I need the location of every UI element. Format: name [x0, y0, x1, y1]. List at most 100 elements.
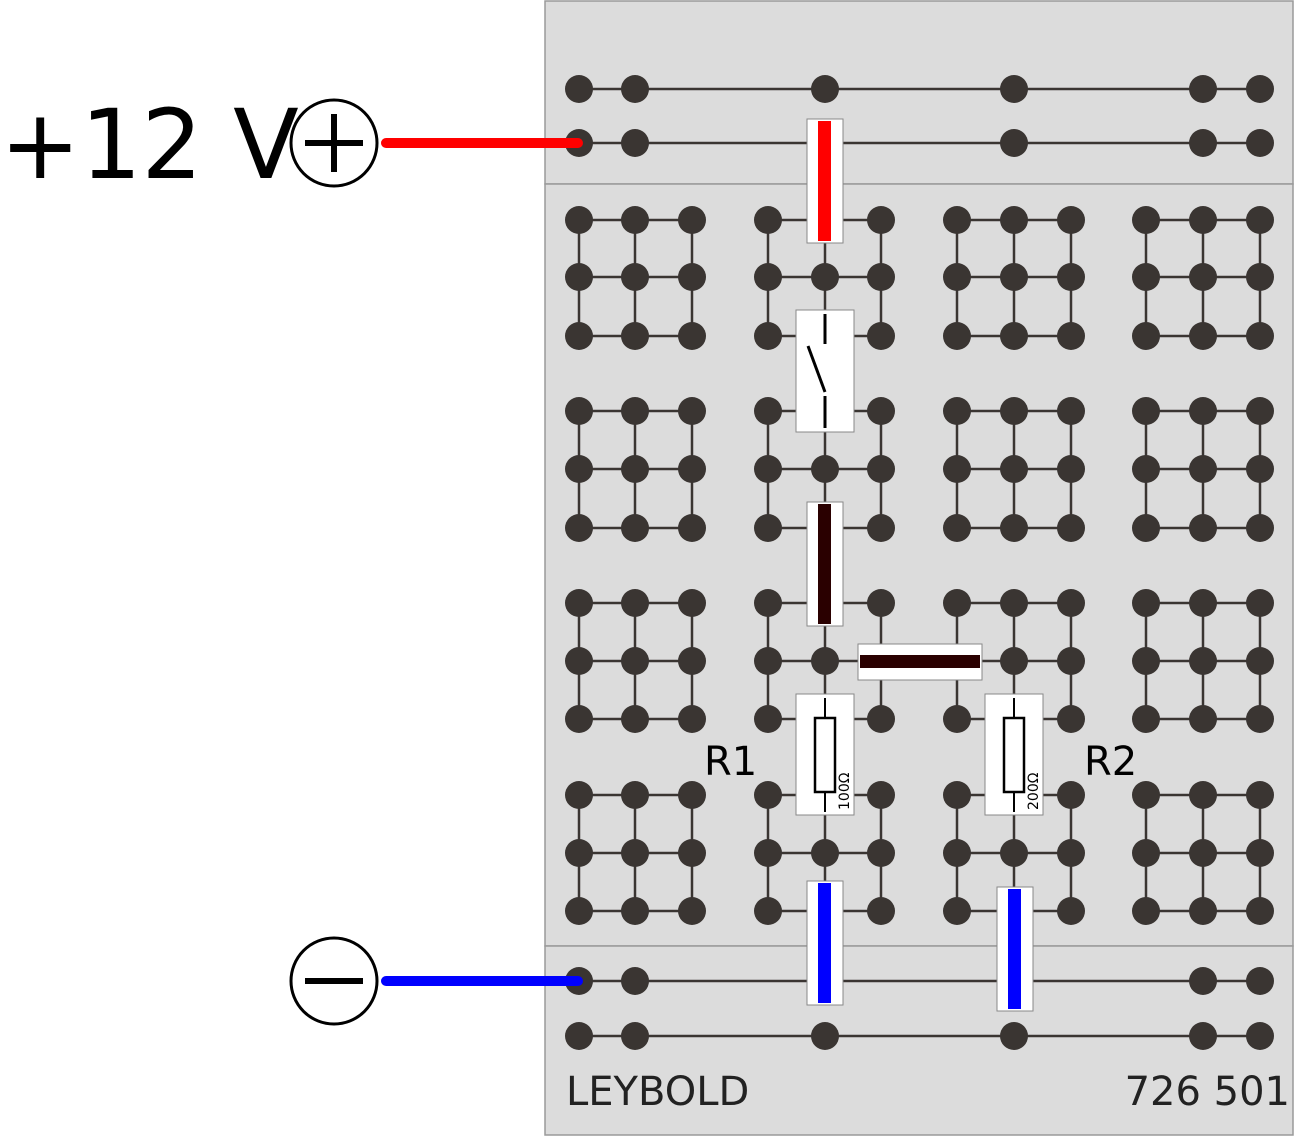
socket[interactable] — [1246, 263, 1274, 291]
socket[interactable] — [621, 589, 649, 617]
socket[interactable] — [678, 839, 706, 867]
socket[interactable] — [678, 647, 706, 675]
socket[interactable] — [1189, 647, 1217, 675]
socket[interactable] — [1057, 897, 1085, 925]
socket[interactable] — [1132, 781, 1160, 809]
socket[interactable] — [943, 781, 971, 809]
socket[interactable] — [754, 514, 782, 542]
socket[interactable] — [1057, 514, 1085, 542]
socket[interactable] — [565, 397, 593, 425]
socket[interactable] — [1189, 455, 1217, 483]
socket[interactable] — [943, 514, 971, 542]
socket[interactable] — [1057, 647, 1085, 675]
socket[interactable] — [811, 263, 839, 291]
socket[interactable] — [1000, 206, 1028, 234]
socket[interactable] — [1189, 1022, 1217, 1050]
socket[interactable] — [1000, 75, 1028, 103]
socket[interactable] — [811, 647, 839, 675]
socket[interactable] — [1189, 897, 1217, 925]
socket[interactable] — [1132, 322, 1160, 350]
socket[interactable] — [754, 839, 782, 867]
socket[interactable] — [1246, 705, 1274, 733]
socket[interactable] — [1189, 129, 1217, 157]
socket[interactable] — [1189, 839, 1217, 867]
socket[interactable] — [1057, 322, 1085, 350]
socket[interactable] — [1000, 839, 1028, 867]
socket[interactable] — [1132, 647, 1160, 675]
socket[interactable] — [1000, 397, 1028, 425]
socket[interactable] — [867, 705, 895, 733]
socket[interactable] — [1246, 897, 1274, 925]
socket[interactable] — [867, 589, 895, 617]
socket[interactable] — [1246, 322, 1274, 350]
socket[interactable] — [943, 322, 971, 350]
socket[interactable] — [811, 75, 839, 103]
socket[interactable] — [811, 839, 839, 867]
socket[interactable] — [621, 263, 649, 291]
socket[interactable] — [943, 397, 971, 425]
socket[interactable] — [754, 206, 782, 234]
socket[interactable] — [1246, 129, 1274, 157]
socket[interactable] — [754, 397, 782, 425]
socket[interactable] — [621, 647, 649, 675]
socket[interactable] — [1189, 705, 1217, 733]
socket[interactable] — [565, 322, 593, 350]
socket[interactable] — [943, 589, 971, 617]
socket[interactable] — [678, 589, 706, 617]
socket[interactable] — [621, 129, 649, 157]
socket[interactable] — [678, 514, 706, 542]
socket[interactable] — [1246, 839, 1274, 867]
socket[interactable] — [678, 322, 706, 350]
socket[interactable] — [1000, 129, 1028, 157]
socket[interactable] — [1246, 75, 1274, 103]
socket[interactable] — [565, 1022, 593, 1050]
socket[interactable] — [867, 206, 895, 234]
socket[interactable] — [621, 206, 649, 234]
socket[interactable] — [811, 455, 839, 483]
socket[interactable] — [1000, 514, 1028, 542]
socket[interactable] — [1246, 589, 1274, 617]
socket[interactable] — [943, 206, 971, 234]
socket[interactable] — [678, 397, 706, 425]
socket[interactable] — [754, 897, 782, 925]
socket[interactable] — [1246, 1022, 1274, 1050]
socket[interactable] — [1057, 455, 1085, 483]
socket[interactable] — [565, 263, 593, 291]
socket[interactable] — [621, 322, 649, 350]
socket[interactable] — [621, 1022, 649, 1050]
socket[interactable] — [565, 206, 593, 234]
socket[interactable] — [621, 839, 649, 867]
socket[interactable] — [943, 897, 971, 925]
socket[interactable] — [1132, 839, 1160, 867]
socket[interactable] — [565, 839, 593, 867]
socket[interactable] — [1057, 839, 1085, 867]
socket[interactable] — [1000, 455, 1028, 483]
socket[interactable] — [565, 781, 593, 809]
socket[interactable] — [867, 322, 895, 350]
socket[interactable] — [1246, 206, 1274, 234]
socket[interactable] — [754, 263, 782, 291]
socket[interactable] — [1132, 589, 1160, 617]
socket[interactable] — [867, 781, 895, 809]
socket[interactable] — [867, 455, 895, 483]
socket[interactable] — [867, 397, 895, 425]
socket[interactable] — [1189, 397, 1217, 425]
socket[interactable] — [678, 897, 706, 925]
socket[interactable] — [1189, 322, 1217, 350]
socket[interactable] — [621, 705, 649, 733]
socket[interactable] — [621, 514, 649, 542]
socket[interactable] — [1246, 647, 1274, 675]
socket[interactable] — [1246, 455, 1274, 483]
socket[interactable] — [1132, 705, 1160, 733]
socket[interactable] — [678, 263, 706, 291]
socket[interactable] — [1246, 781, 1274, 809]
socket[interactable] — [1057, 397, 1085, 425]
socket[interactable] — [754, 647, 782, 675]
socket[interactable] — [1189, 589, 1217, 617]
socket[interactable] — [1000, 322, 1028, 350]
socket[interactable] — [867, 839, 895, 867]
socket[interactable] — [565, 705, 593, 733]
socket[interactable] — [1132, 397, 1160, 425]
socket[interactable] — [754, 322, 782, 350]
socket[interactable] — [811, 1022, 839, 1050]
